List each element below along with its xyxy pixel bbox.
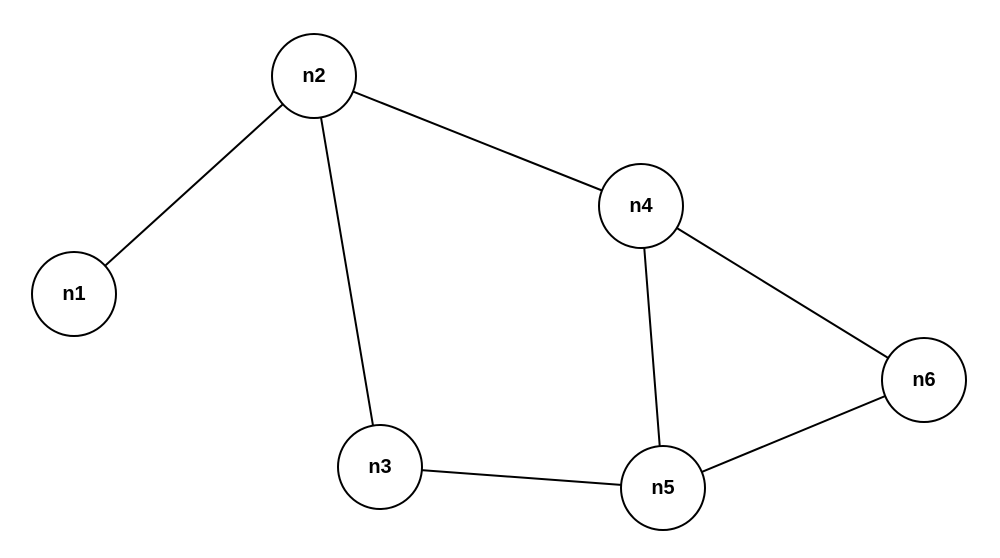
- node-n4: n4: [598, 163, 684, 249]
- node-n6: n6: [881, 337, 967, 423]
- node-circle: [271, 33, 357, 119]
- node-label: n5: [651, 477, 674, 499]
- node-label: n6: [912, 369, 935, 391]
- node-circle: [620, 445, 706, 531]
- edge-n1-n2: [73, 75, 315, 295]
- node-circle: [881, 337, 967, 423]
- node-circle: [337, 424, 423, 510]
- node-n3: n3: [337, 424, 423, 510]
- edge-n5-n6: [662, 379, 925, 489]
- node-label: n3: [368, 456, 391, 478]
- node-label: n4: [629, 195, 653, 217]
- node-label: n2: [302, 65, 325, 87]
- edge-n4-n6: [640, 205, 925, 381]
- edge-n2-n4: [313, 75, 642, 207]
- edge-n4-n5: [640, 205, 664, 489]
- edge-layer: [73, 75, 925, 489]
- node-circle: [31, 251, 117, 337]
- node-circle: [598, 163, 684, 249]
- node-n2: n2: [271, 33, 357, 119]
- edge-n3-n5: [379, 466, 664, 489]
- node-layer: n1 n2 n3 n4 n5 n6: [31, 33, 967, 531]
- node-n1: n1: [31, 251, 117, 337]
- edge-n2-n3: [313, 75, 381, 468]
- node-n5: n5: [620, 445, 706, 531]
- node-label: n1: [62, 283, 85, 305]
